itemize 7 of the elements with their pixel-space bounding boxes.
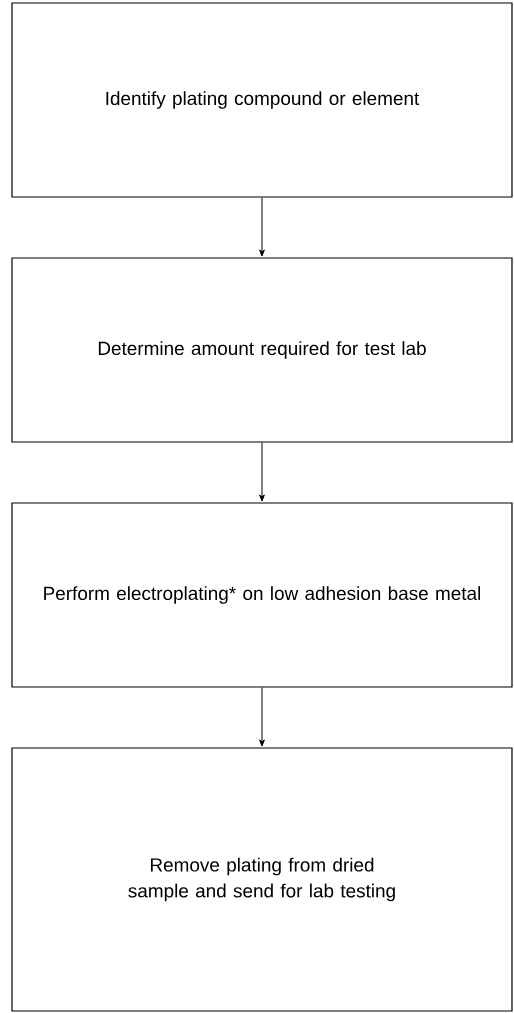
- process-box: Determine amount required for test lab: [11, 257, 513, 443]
- arrow: [259, 197, 265, 257]
- arrow: [259, 442, 265, 502]
- process-box: Remove plating from dried sample and send for lab testing: [11, 747, 513, 1012]
- process-box: Perform electroplating* on low adhesion base metal: [11, 502, 513, 688]
- arrow: [259, 687, 265, 747]
- process-box: Identify plating compound or element: [11, 2, 513, 198]
